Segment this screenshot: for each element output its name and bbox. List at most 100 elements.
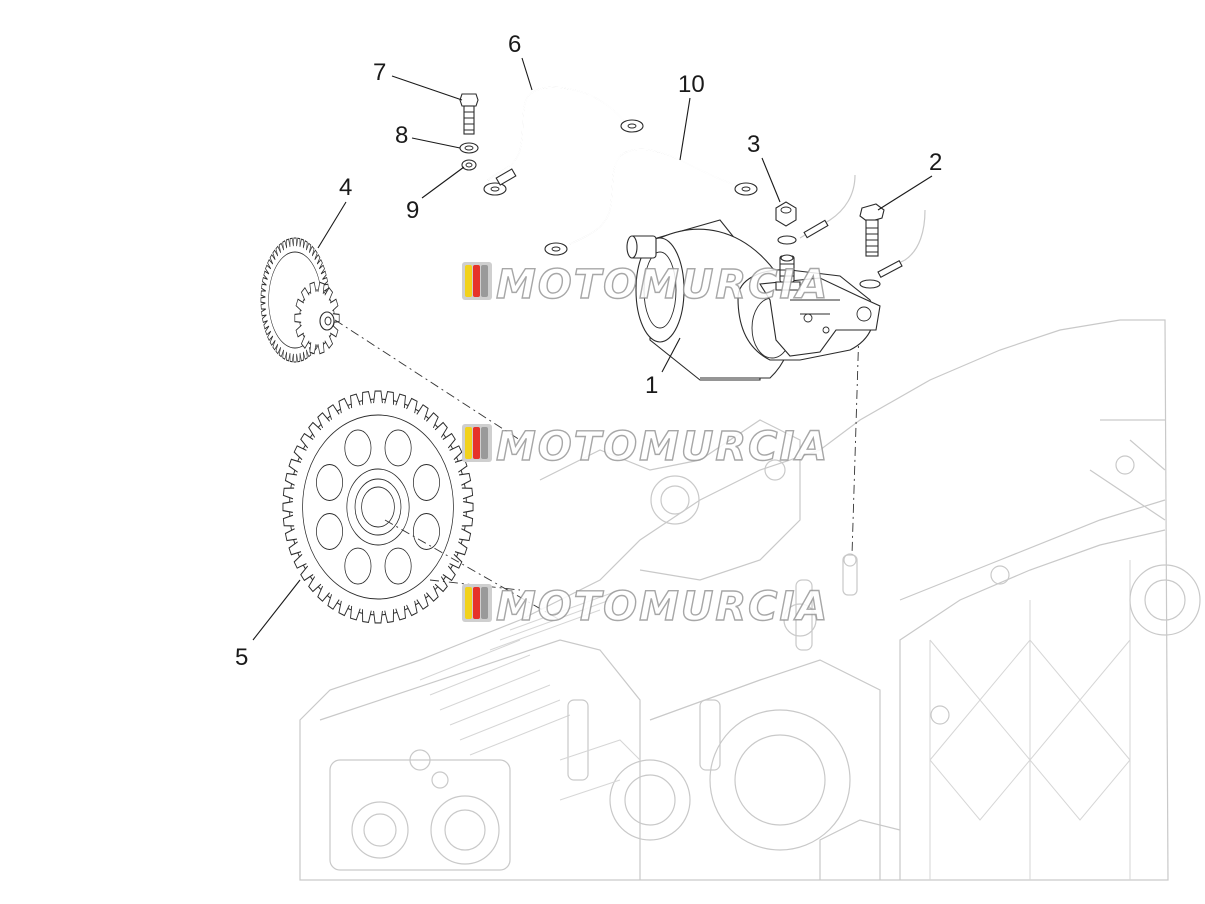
- gear-tooth: [338, 397, 350, 414]
- gear-tooth: [260, 296, 266, 304]
- gear-tooth: [384, 390, 394, 405]
- callout-6: 6: [508, 31, 521, 58]
- gear-tooth: [261, 283, 267, 292]
- callout-10: 10: [678, 71, 705, 98]
- gear-tooth: [330, 324, 339, 338]
- watermark-text: MOTOMURCIA: [496, 584, 829, 630]
- gear-lightening-hole: [344, 429, 372, 467]
- watermark-stripes: [462, 262, 492, 300]
- gear-lightening-hole: [316, 513, 344, 550]
- gear-tooth: [442, 565, 456, 582]
- gear-tooth: [269, 253, 276, 265]
- gear-tooth: [449, 553, 463, 569]
- watermark-stripes: [462, 584, 492, 622]
- callout-labels: 1 2 3 4 5 6 7 8 9 10: [235, 31, 942, 671]
- gear-tooth: [302, 240, 308, 251]
- gear-tooth: [293, 553, 307, 569]
- callout-1: 1: [645, 372, 658, 399]
- gear-tooth: [317, 281, 325, 295]
- gear-tooth: [319, 264, 325, 275]
- gear-tooth: [461, 514, 474, 527]
- gear-tooth: [300, 432, 314, 449]
- ground-cable-part-6: [483, 86, 644, 196]
- starter-motor: [626, 219, 881, 381]
- gear-tooth: [320, 270, 327, 280]
- gear-tooth: [373, 610, 383, 624]
- gear-tooth: [269, 335, 276, 347]
- intermediate-gear: [260, 237, 340, 363]
- callout-3: 3: [747, 131, 760, 158]
- callout-7: 7: [373, 59, 386, 86]
- gear-tooth: [309, 281, 317, 295]
- gear-tooth: [327, 404, 340, 420]
- gear-tooth: [308, 421, 322, 438]
- gear-tooth: [362, 390, 372, 405]
- gear-tooth: [285, 351, 291, 362]
- gear-tooth: [263, 320, 270, 330]
- gear-tooth: [434, 421, 448, 438]
- gear-tooth: [293, 445, 307, 461]
- gear-tooth: [293, 237, 297, 247]
- gear-tooth: [324, 335, 334, 349]
- gear-tooth: [261, 308, 267, 317]
- gear-tooth: [278, 242, 284, 253]
- gear-tooth: [272, 340, 279, 351]
- bolt-part-2: [859, 203, 926, 289]
- gear-tooth: [449, 445, 463, 461]
- gear-tooth: [323, 283, 329, 292]
- gear-tooth: [275, 343, 281, 355]
- gear-tooth: [295, 324, 304, 338]
- watermark-top: MOTOMURCIA: [462, 261, 828, 309]
- watermark-stripes: [462, 424, 492, 462]
- gear-tooth: [350, 393, 361, 409]
- washer-part-9: [461, 159, 477, 171]
- gear-tooth: [267, 258, 273, 270]
- gear-tooth: [295, 298, 304, 312]
- gear-tooth: [284, 472, 297, 486]
- gear-tooth: [300, 335, 310, 349]
- gear-tooth: [262, 314, 268, 324]
- gear-tooth: [454, 458, 468, 473]
- gear-tooth: [426, 412, 439, 429]
- gear-tooth: [309, 341, 317, 355]
- gear-tooth: [459, 472, 472, 486]
- gear-tooth: [260, 302, 266, 310]
- callout-5: 5: [235, 644, 248, 671]
- gear-tooth: [327, 594, 340, 610]
- gear-lightening-hole: [344, 547, 372, 585]
- gear-tooth: [395, 393, 406, 409]
- gear-tooth: [338, 600, 350, 617]
- gear-tooth: [282, 501, 293, 513]
- gear-tooth: [362, 609, 372, 624]
- gear-tooth: [311, 249, 318, 260]
- nut-part-3: [775, 174, 856, 245]
- gear-tooth: [289, 353, 294, 363]
- gear-lightening-hole: [384, 547, 412, 585]
- gear-tooth: [260, 290, 266, 298]
- watermark-bottom: MOTOMURCIA: [462, 583, 829, 631]
- callout-2: 2: [929, 149, 942, 176]
- gear-tooth: [282, 514, 295, 527]
- gear-tooth: [267, 330, 273, 342]
- gear-tooth: [299, 351, 305, 362]
- gear-tooth: [454, 541, 468, 556]
- gear-tooth: [459, 528, 472, 542]
- callout-4: 4: [339, 174, 352, 201]
- gear-tooth: [282, 487, 295, 500]
- callout-9: 9: [406, 197, 419, 224]
- gear-tooth: [293, 353, 297, 363]
- gear-tooth: [262, 276, 268, 286]
- gear-lightening-hole: [412, 513, 440, 550]
- gear-tooth: [308, 576, 322, 593]
- starter-driven-gear: [282, 390, 474, 624]
- gear-tooth: [406, 397, 418, 414]
- gear-tooth: [314, 253, 321, 265]
- gear-tooth: [299, 238, 305, 249]
- gear-tooth: [426, 585, 439, 602]
- gear-tooth: [302, 349, 308, 360]
- gear-lightening-hole: [316, 464, 344, 501]
- gear-tooth: [317, 585, 330, 602]
- gear-tooth: [263, 270, 270, 280]
- gear-tooth: [288, 541, 302, 556]
